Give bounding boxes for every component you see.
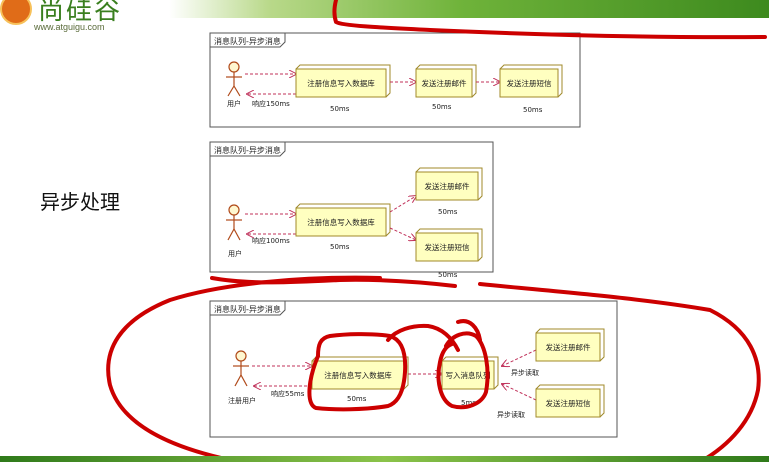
- actor-label: 注册用户: [228, 396, 256, 405]
- box-db: 注册信息写入数据库: [311, 356, 409, 390]
- ink-circle: [436, 331, 490, 410]
- actor-icon: [233, 350, 249, 387]
- logo-url: www.atguigu.com: [34, 22, 105, 32]
- ink-annotations: [106, 0, 767, 462]
- diagram-title: 消息队列-异步消息: [214, 304, 281, 314]
- svg-text:注册信息写入数据库: 注册信息写入数据库: [307, 217, 375, 227]
- actor-icon: [226, 204, 242, 241]
- diagram-tab: [209, 32, 286, 48]
- header-bar: [0, 0, 769, 18]
- svg-text:发送注册邮件: 发送注册邮件: [546, 342, 591, 352]
- diagram-tab: [209, 141, 286, 157]
- time-label: 50ms: [330, 243, 350, 251]
- ink-circle: [307, 332, 408, 412]
- time-label: 50ms: [438, 271, 458, 279]
- svg-text:发送注册短信: 发送注册短信: [507, 78, 552, 88]
- flow-arrow: [389, 196, 416, 213]
- svg-text:注册信息写入数据库: 注册信息写入数据库: [307, 78, 375, 88]
- response-label: 响应100ms: [252, 236, 290, 245]
- logo: 尚硅谷: [0, 0, 122, 27]
- ink-stroke: [332, 0, 767, 40]
- time-label: 50ms: [523, 106, 543, 114]
- diagram-tab: [209, 300, 286, 316]
- ink-stroke: [456, 319, 482, 342]
- ink-stroke: [210, 276, 457, 288]
- time-label: 50ms: [347, 395, 367, 403]
- ink-stroke: [106, 275, 382, 462]
- box-queue: 写入消息队列: [441, 356, 499, 390]
- logo-text: 尚硅谷: [38, 0, 123, 26]
- time-label: 50ms: [438, 208, 458, 216]
- section-title: 异步处理: [40, 190, 120, 214]
- diagram-2: 消息队列-异步消息 用户 响应100ms 注册信息写入数据库 50ms 发送注册…: [209, 141, 494, 279]
- footer-bar: [0, 456, 769, 462]
- time-label: 50ms: [432, 103, 452, 111]
- actor-icon: [226, 61, 242, 97]
- diagram-title: 消息队列-异步消息: [214, 145, 281, 155]
- svg-text:写入消息队列: 写入消息队列: [446, 370, 491, 380]
- box-sms: 发送注册短信: [499, 64, 563, 98]
- diagram-title: 消息队列-异步消息: [214, 36, 281, 46]
- box-db: 注册信息写入数据库: [295, 203, 391, 237]
- box-sms: 发送注册短信: [535, 384, 605, 418]
- diagram-1: 消息队列-异步消息 用户 响应150ms 注册信息写入数据库 50ms 发送注册…: [209, 32, 581, 128]
- async-read-label: 异步读取: [497, 410, 525, 419]
- actor-label: 用户: [228, 249, 242, 258]
- time-label: 5ms: [461, 399, 476, 407]
- svg-text:发送注册短信: 发送注册短信: [425, 242, 470, 252]
- svg-text:发送注册邮件: 发送注册邮件: [422, 78, 467, 88]
- box-email: 发送注册邮件: [415, 167, 483, 201]
- response-label: 响应55ms: [271, 389, 305, 398]
- diagram-3: 消息队列-异步消息 注册用户 响应55ms 注册信息写入数据库 50ms 写入消…: [209, 300, 618, 438]
- read-arrow: [502, 384, 537, 401]
- read-arrow: [502, 349, 537, 366]
- box-db: 注册信息写入数据库: [295, 64, 391, 98]
- time-label: 50ms: [330, 105, 350, 113]
- async-read-label: 异步读取: [511, 368, 539, 377]
- box-email: 发送注册邮件: [535, 328, 605, 362]
- response-label: 响应150ms: [252, 99, 290, 108]
- svg-text:发送注册邮件: 发送注册邮件: [425, 181, 470, 191]
- box-sms: 发送注册短信: [415, 228, 483, 262]
- box-email: 发送注册邮件: [415, 64, 477, 98]
- svg-text:发送注册短信: 发送注册短信: [546, 398, 591, 408]
- logo-icon: [0, 0, 32, 25]
- ink-stroke: [478, 282, 761, 462]
- svg-text:注册信息写入数据库: 注册信息写入数据库: [324, 370, 392, 380]
- actor-label: 用户: [227, 99, 241, 108]
